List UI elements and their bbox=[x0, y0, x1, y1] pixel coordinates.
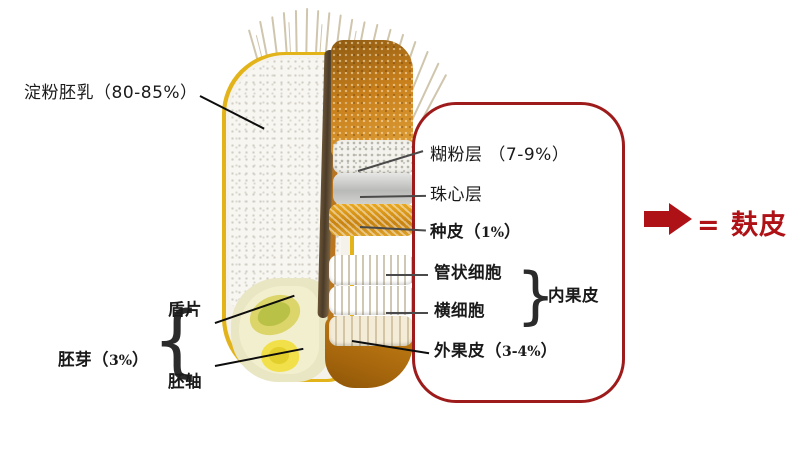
label-seed-coat: 种皮（1%） bbox=[430, 222, 522, 241]
label-embryonic-axis: 胚轴 bbox=[168, 372, 202, 391]
label-germ-percent: 3% bbox=[109, 353, 133, 369]
brace-inner-pericarp-icon: } bbox=[516, 259, 556, 332]
nucellar-layer-band bbox=[333, 173, 415, 205]
label-seed-coat-percent: 1% bbox=[481, 225, 505, 241]
label-seed-coat-text: 种皮（ bbox=[430, 222, 481, 241]
arrow-head bbox=[669, 203, 692, 235]
brace-germ-icon: { bbox=[152, 296, 202, 386]
bran-grouping-box bbox=[412, 102, 625, 403]
label-nucellar: 珠心层 bbox=[430, 185, 483, 205]
cross-cells-band bbox=[329, 286, 415, 315]
label-tubular-cells: 管状细胞 bbox=[434, 263, 502, 282]
label-aleurone: 糊粉层 （7-9%） bbox=[430, 145, 570, 165]
label-outer-pericarp-close: ） bbox=[540, 341, 558, 360]
label-inner-pericarp: 内果皮 bbox=[548, 286, 599, 305]
right-arrow-icon bbox=[644, 203, 692, 235]
leader-line-tubular-cells bbox=[386, 274, 428, 276]
label-cross-cells: 横细胞 bbox=[434, 301, 485, 320]
label-outer-pericarp-percent: 3-4% bbox=[502, 344, 541, 360]
outer-pericarp-band bbox=[329, 316, 413, 346]
leader-line-cross-cells bbox=[386, 312, 428, 314]
label-germ: 胚芽（3%） bbox=[58, 350, 150, 369]
aleurone-layer-band bbox=[333, 140, 415, 174]
label-bran-equals: = 麸皮 bbox=[697, 210, 788, 241]
label-outer-pericarp-text: 外果皮（ bbox=[434, 341, 502, 360]
brush-base-texture bbox=[331, 40, 413, 158]
label-starchy-endosperm: 淀粉胚乳（80-85%） bbox=[24, 83, 198, 103]
arrow-shaft bbox=[644, 211, 671, 227]
seed-coat-band bbox=[329, 204, 415, 236]
label-germ-close: ） bbox=[132, 350, 150, 369]
tubular-cells-band bbox=[329, 255, 415, 285]
label-scutellum: 盾片 bbox=[168, 300, 202, 319]
wheat-kernel-illustration bbox=[205, 0, 447, 420]
label-germ-text: 胚芽（ bbox=[58, 350, 109, 369]
label-outer-pericarp: 外果皮（3-4%） bbox=[434, 341, 558, 360]
label-seed-coat-close: ） bbox=[504, 222, 522, 241]
